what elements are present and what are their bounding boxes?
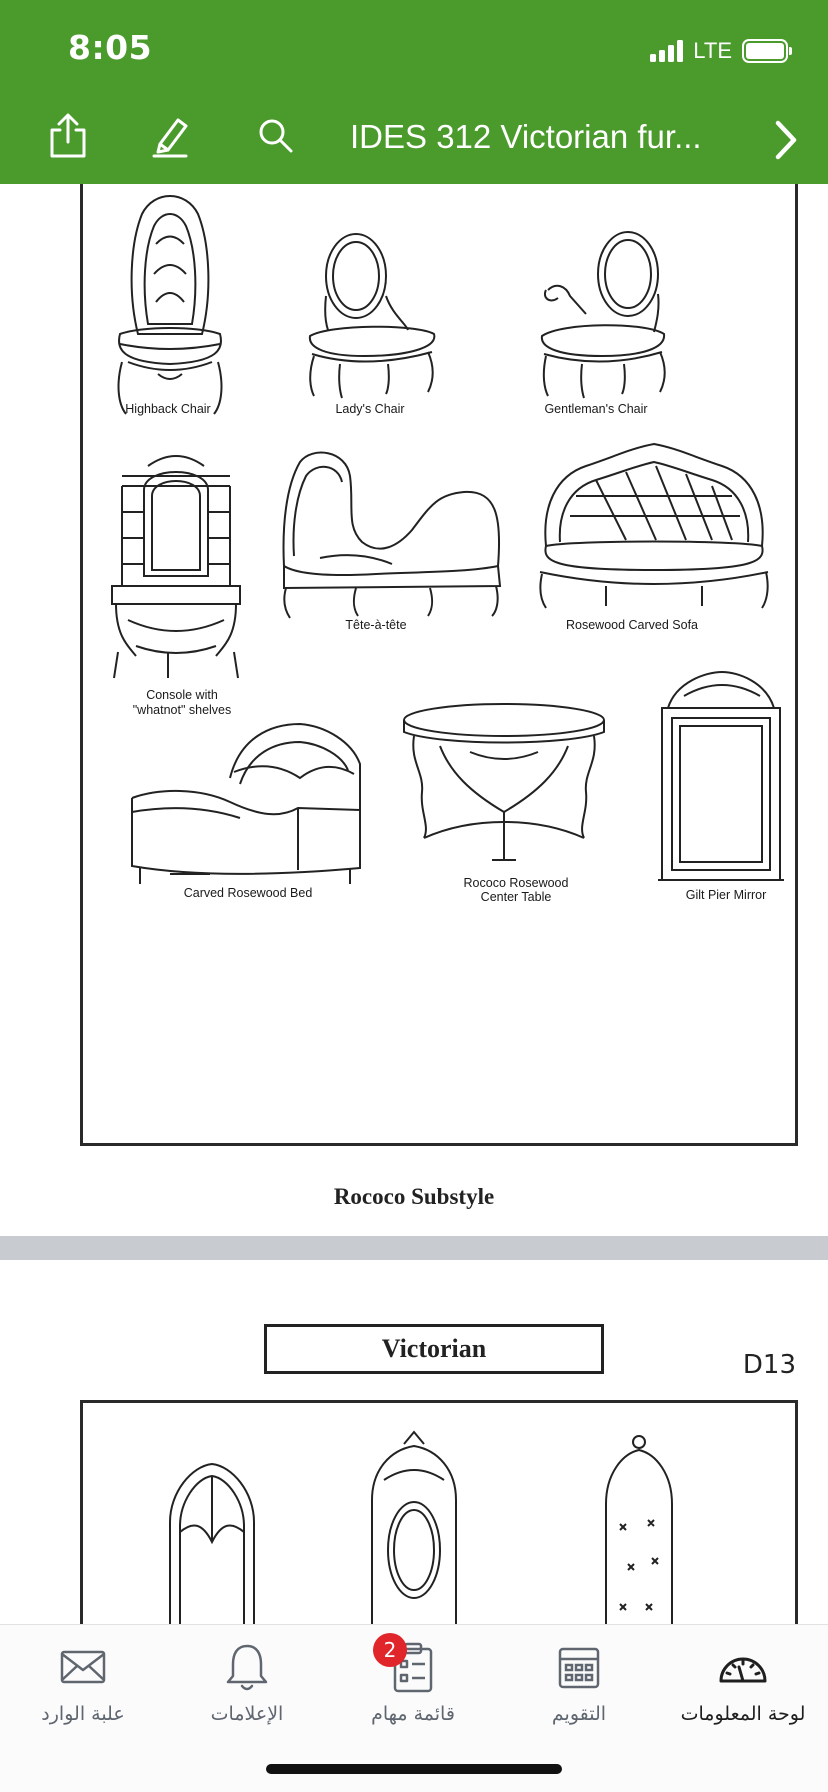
center-table-illustration xyxy=(403,703,605,861)
tufted-highback-chair-illustration xyxy=(605,1435,673,1624)
dashboard-gauge-icon xyxy=(719,1657,767,1683)
document-title: IDES 312 Victorian fur... xyxy=(350,118,702,155)
network-type: LTE xyxy=(693,38,732,63)
page-separator xyxy=(0,1236,828,1260)
highback-chair-illustration xyxy=(117,195,223,415)
caption-carved-bed: Carved Rosewood Bed xyxy=(183,886,313,900)
calendar-icon xyxy=(558,1647,600,1689)
tab-label: علبة الوارد xyxy=(41,1703,125,1725)
caption-pier-mirror: Gilt Pier Mirror xyxy=(685,888,767,902)
page-frame xyxy=(80,184,798,1146)
tab-label: التقويم xyxy=(551,1703,607,1725)
tab-dashboard[interactable]: لوحة المعلومات xyxy=(668,1639,818,1739)
page-frame xyxy=(80,1400,798,1624)
tab-inbox[interactable]: علبة الوارد xyxy=(8,1639,158,1739)
rosewood-sofa-illustration xyxy=(539,442,769,609)
annotate-button[interactable] xyxy=(142,108,198,164)
highlighter-icon xyxy=(152,118,188,158)
page-footer-title: Rococo Substyle xyxy=(333,1184,495,1209)
home-indicator[interactable] xyxy=(266,1764,562,1774)
caption-console-line2: "whatnot" shelves xyxy=(132,703,232,717)
document-page-2: Victorian D13 xyxy=(0,1260,828,1624)
caption-console-line1: Console with xyxy=(146,688,218,702)
caption-center-table-line1: Rococo Rosewood xyxy=(463,876,569,890)
document-page-1: Highback Chair Lady's Chair Gentleman's … xyxy=(0,184,828,1236)
search-icon xyxy=(259,119,293,153)
caption-ladys-chair: Lady's Chair xyxy=(335,402,405,416)
bell-icon xyxy=(226,1644,268,1691)
page-code: D13 xyxy=(742,1350,796,1380)
task-count-badge: 2 xyxy=(373,1633,407,1667)
chevron-right-icon xyxy=(775,120,797,160)
pier-mirror-illustration xyxy=(658,670,784,881)
carved-highback-chair-illustration xyxy=(371,1430,457,1624)
battery-icon xyxy=(742,39,792,63)
envelope-icon xyxy=(60,1650,106,1684)
carved-bed-illustration xyxy=(131,722,361,884)
caption-highback-chair: Highback Chair xyxy=(125,402,211,416)
status-time: 8:05 xyxy=(68,28,153,67)
tab-tasks[interactable]: 2 قائمة مهام xyxy=(338,1633,488,1739)
signal-strength-icon xyxy=(650,40,684,62)
console-whatnot-illustration xyxy=(111,455,241,679)
app-header: 8:05 LTE IDES 312 Victorian fur... xyxy=(0,0,828,184)
gentlemans-chair-illustration xyxy=(540,231,666,399)
caption-rosewood-sofa: Rosewood Carved Sofa xyxy=(565,618,699,632)
document-viewer[interactable]: Highback Chair Lady's Chair Gentleman's … xyxy=(0,184,828,1624)
tab-label: قائمة مهام xyxy=(371,1703,455,1725)
ladys-chair-illustration xyxy=(308,233,436,399)
tete-a-tete-illustration xyxy=(282,451,502,619)
share-icon xyxy=(50,113,86,158)
page-heading: Victorian xyxy=(264,1324,604,1374)
caption-gentlemans-chair: Gentleman's Chair xyxy=(544,402,648,416)
tab-label: الإعلامات xyxy=(210,1703,284,1725)
caption-tete-a-tete: Tête-à-tête xyxy=(345,618,407,632)
share-button[interactable] xyxy=(40,108,96,164)
search-button[interactable] xyxy=(248,108,304,164)
next-document-button[interactable] xyxy=(762,112,810,168)
tab-calendar[interactable]: التقويم xyxy=(504,1639,654,1739)
gothic-chair-illustration xyxy=(169,1462,255,1624)
tab-notifications[interactable]: الإعلامات xyxy=(172,1639,322,1739)
tab-label: لوحة المعلومات xyxy=(680,1703,806,1725)
caption-center-table-line2: Center Table xyxy=(480,890,552,904)
status-indicators: LTE xyxy=(650,36,792,66)
